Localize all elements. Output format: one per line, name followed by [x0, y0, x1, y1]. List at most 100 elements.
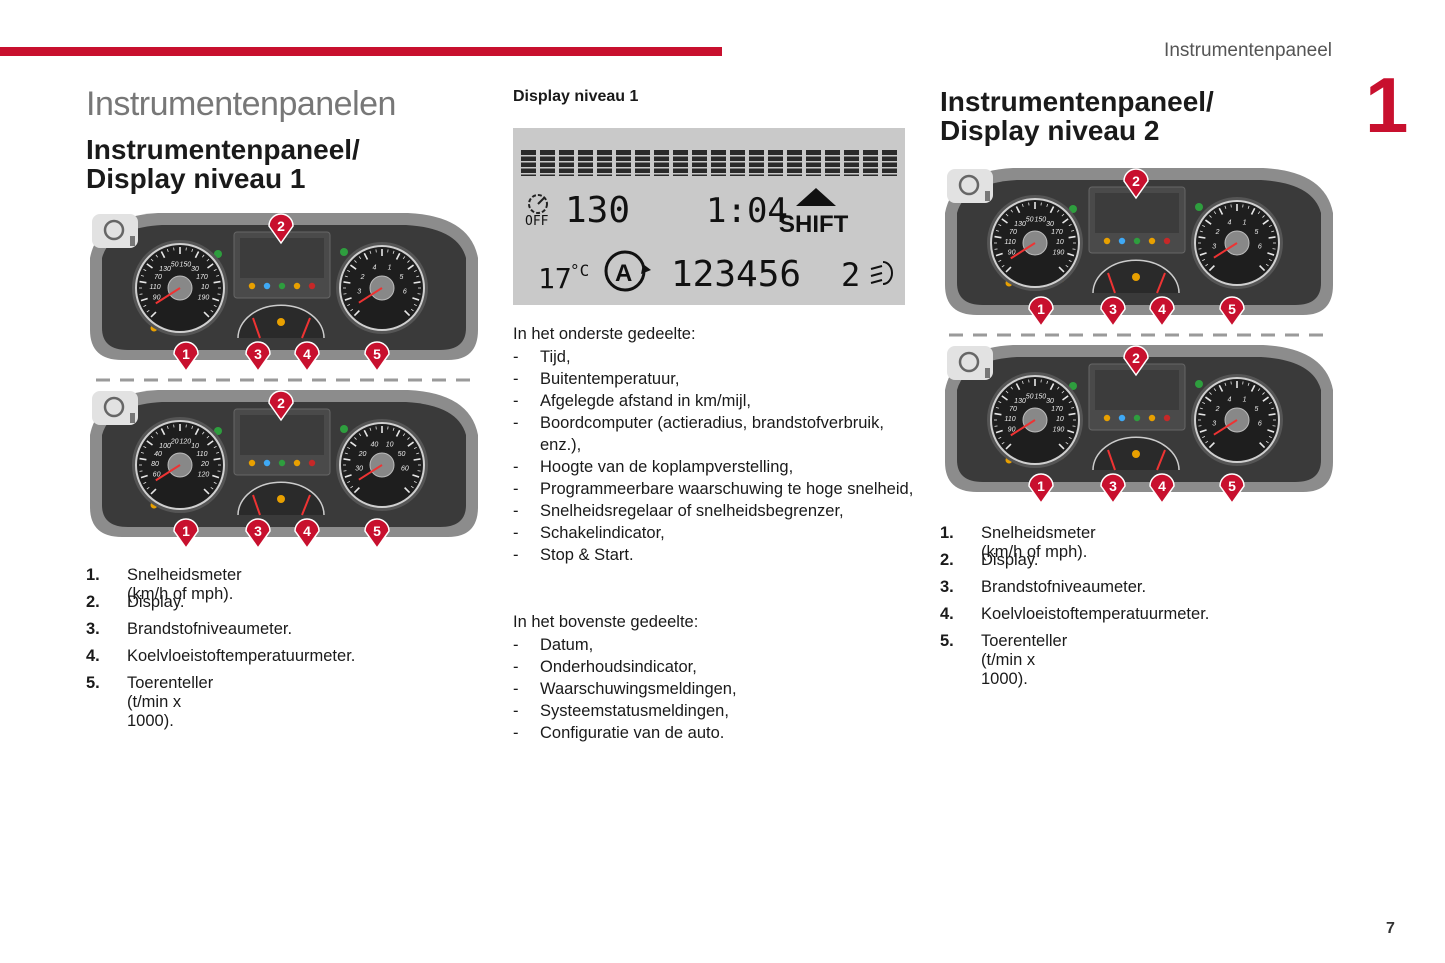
dial-tick	[413, 269, 417, 273]
dial-tick	[410, 485, 414, 489]
dot-matrix-gap	[749, 161, 764, 163]
dial-number: 20	[358, 451, 367, 458]
dial-tick	[139, 457, 147, 461]
dot-matrix-gap	[559, 161, 574, 163]
dial-tick	[402, 433, 406, 437]
dial-tick	[1224, 382, 1227, 386]
dial-tick	[207, 440, 214, 446]
dial-tick	[1067, 429, 1075, 434]
dial-number: 30	[191, 266, 199, 273]
dial-tick	[1259, 265, 1266, 272]
dial-tick	[1005, 443, 1012, 450]
central-display-inner	[1095, 193, 1179, 233]
dial-tick	[350, 308, 354, 312]
callout-number: 2	[277, 395, 285, 411]
dial-number: 90	[153, 295, 161, 302]
dial-tick	[210, 310, 214, 313]
dot-matrix-gap	[521, 161, 536, 163]
dial-number: 40	[154, 451, 162, 458]
callout-marker	[294, 518, 320, 550]
fuel-needle	[252, 317, 261, 339]
dot-matrix-gap	[521, 173, 536, 175]
coolant-needle	[301, 317, 311, 339]
lcd-odometer: 123456	[671, 254, 801, 295]
thermometer-icon	[130, 413, 135, 423]
dial-number: 4	[1227, 219, 1231, 226]
warning-lamp-icon	[277, 495, 285, 503]
callout-number: 1	[182, 346, 190, 362]
dial-number: 4	[1227, 396, 1231, 403]
dial-number: 110	[1004, 239, 1015, 246]
dial-tick	[1268, 435, 1272, 439]
warning-lamp-icon	[1148, 414, 1156, 422]
dial-tick	[1204, 219, 1212, 225]
dot-matrix-gap	[730, 173, 745, 175]
dot-matrix-gap	[597, 173, 612, 175]
dial-tick	[1199, 407, 1203, 410]
dial-tick	[140, 474, 148, 479]
dial-tick	[1061, 213, 1065, 217]
warning-lamp-icon	[293, 459, 301, 467]
dial-tick	[413, 446, 417, 450]
dot-matrix-cell	[711, 150, 726, 176]
dial-tick	[203, 488, 210, 495]
dial-tick	[1268, 258, 1272, 262]
dot-matrix-gap	[711, 167, 726, 169]
dial-tick	[143, 304, 147, 307]
dial-tick	[140, 451, 144, 454]
callout-marker	[245, 518, 271, 550]
dial-tick	[1247, 205, 1250, 209]
dot-matrix-cell	[578, 150, 593, 176]
green-lamp-icon	[1195, 203, 1203, 211]
dial-number: 10	[386, 441, 394, 448]
dot-matrix-gap	[540, 155, 555, 157]
dial-number: 170	[1051, 406, 1063, 413]
dial-tick	[1208, 265, 1215, 272]
dot-matrix-gap	[882, 155, 897, 157]
left-heading-line1: Instrumentenpaneel/	[86, 134, 360, 165]
dot-matrix-cell	[597, 150, 612, 176]
dial-tick	[1202, 224, 1206, 228]
dot-matrix-gap	[711, 155, 726, 157]
callout-marker	[364, 518, 390, 550]
lcd-headlamp-level: 2	[841, 256, 860, 294]
dial-number: 170	[1051, 229, 1063, 236]
callout-marker	[1028, 296, 1054, 328]
dial-tick	[1262, 215, 1265, 218]
warning-lamp-icon	[1118, 414, 1126, 422]
dot-matrix-cell	[882, 150, 897, 176]
dial-tick	[413, 480, 417, 484]
dot-matrix-gap	[654, 155, 669, 157]
lcd-temperature: 17	[538, 262, 572, 295]
fuel-needle	[1107, 449, 1116, 471]
dial-number: 50	[398, 451, 406, 458]
badge-bg	[92, 391, 138, 425]
warning-lamp-icon	[278, 459, 286, 467]
chapter-number: 1	[1365, 61, 1409, 149]
dot-matrix-cell	[844, 150, 859, 176]
dial-tick	[1068, 259, 1072, 262]
dial-tick	[1068, 401, 1072, 404]
dial-number: 40	[371, 441, 379, 448]
shift-up-arrow-icon	[796, 188, 836, 206]
lower-section-intro: In het onderste gedeelte:	[513, 325, 696, 343]
list-item: Boordcomputer (actieradius, brandstofver…	[513, 412, 920, 456]
dial-tick	[995, 406, 999, 409]
dial-number: 2	[1215, 229, 1220, 236]
dial-tick	[212, 474, 220, 479]
warning-lamp-icon	[263, 459, 271, 467]
dot-matrix-gap	[787, 173, 802, 175]
dot-matrix-gap	[692, 155, 707, 157]
dial-tick	[407, 260, 410, 263]
callout-marker	[1149, 473, 1175, 505]
dial-tick	[353, 310, 360, 317]
dial-tick	[994, 412, 1002, 416]
dial-tick	[1021, 203, 1024, 207]
dial-number: 3	[1212, 421, 1216, 428]
dot-matrix-gap	[616, 155, 631, 157]
dot-matrix-gap	[787, 155, 802, 157]
dial-tick	[1061, 390, 1065, 394]
dial-tick	[1267, 252, 1275, 256]
dial-number: 110	[149, 284, 160, 291]
dot-matrix-gap	[559, 155, 574, 157]
